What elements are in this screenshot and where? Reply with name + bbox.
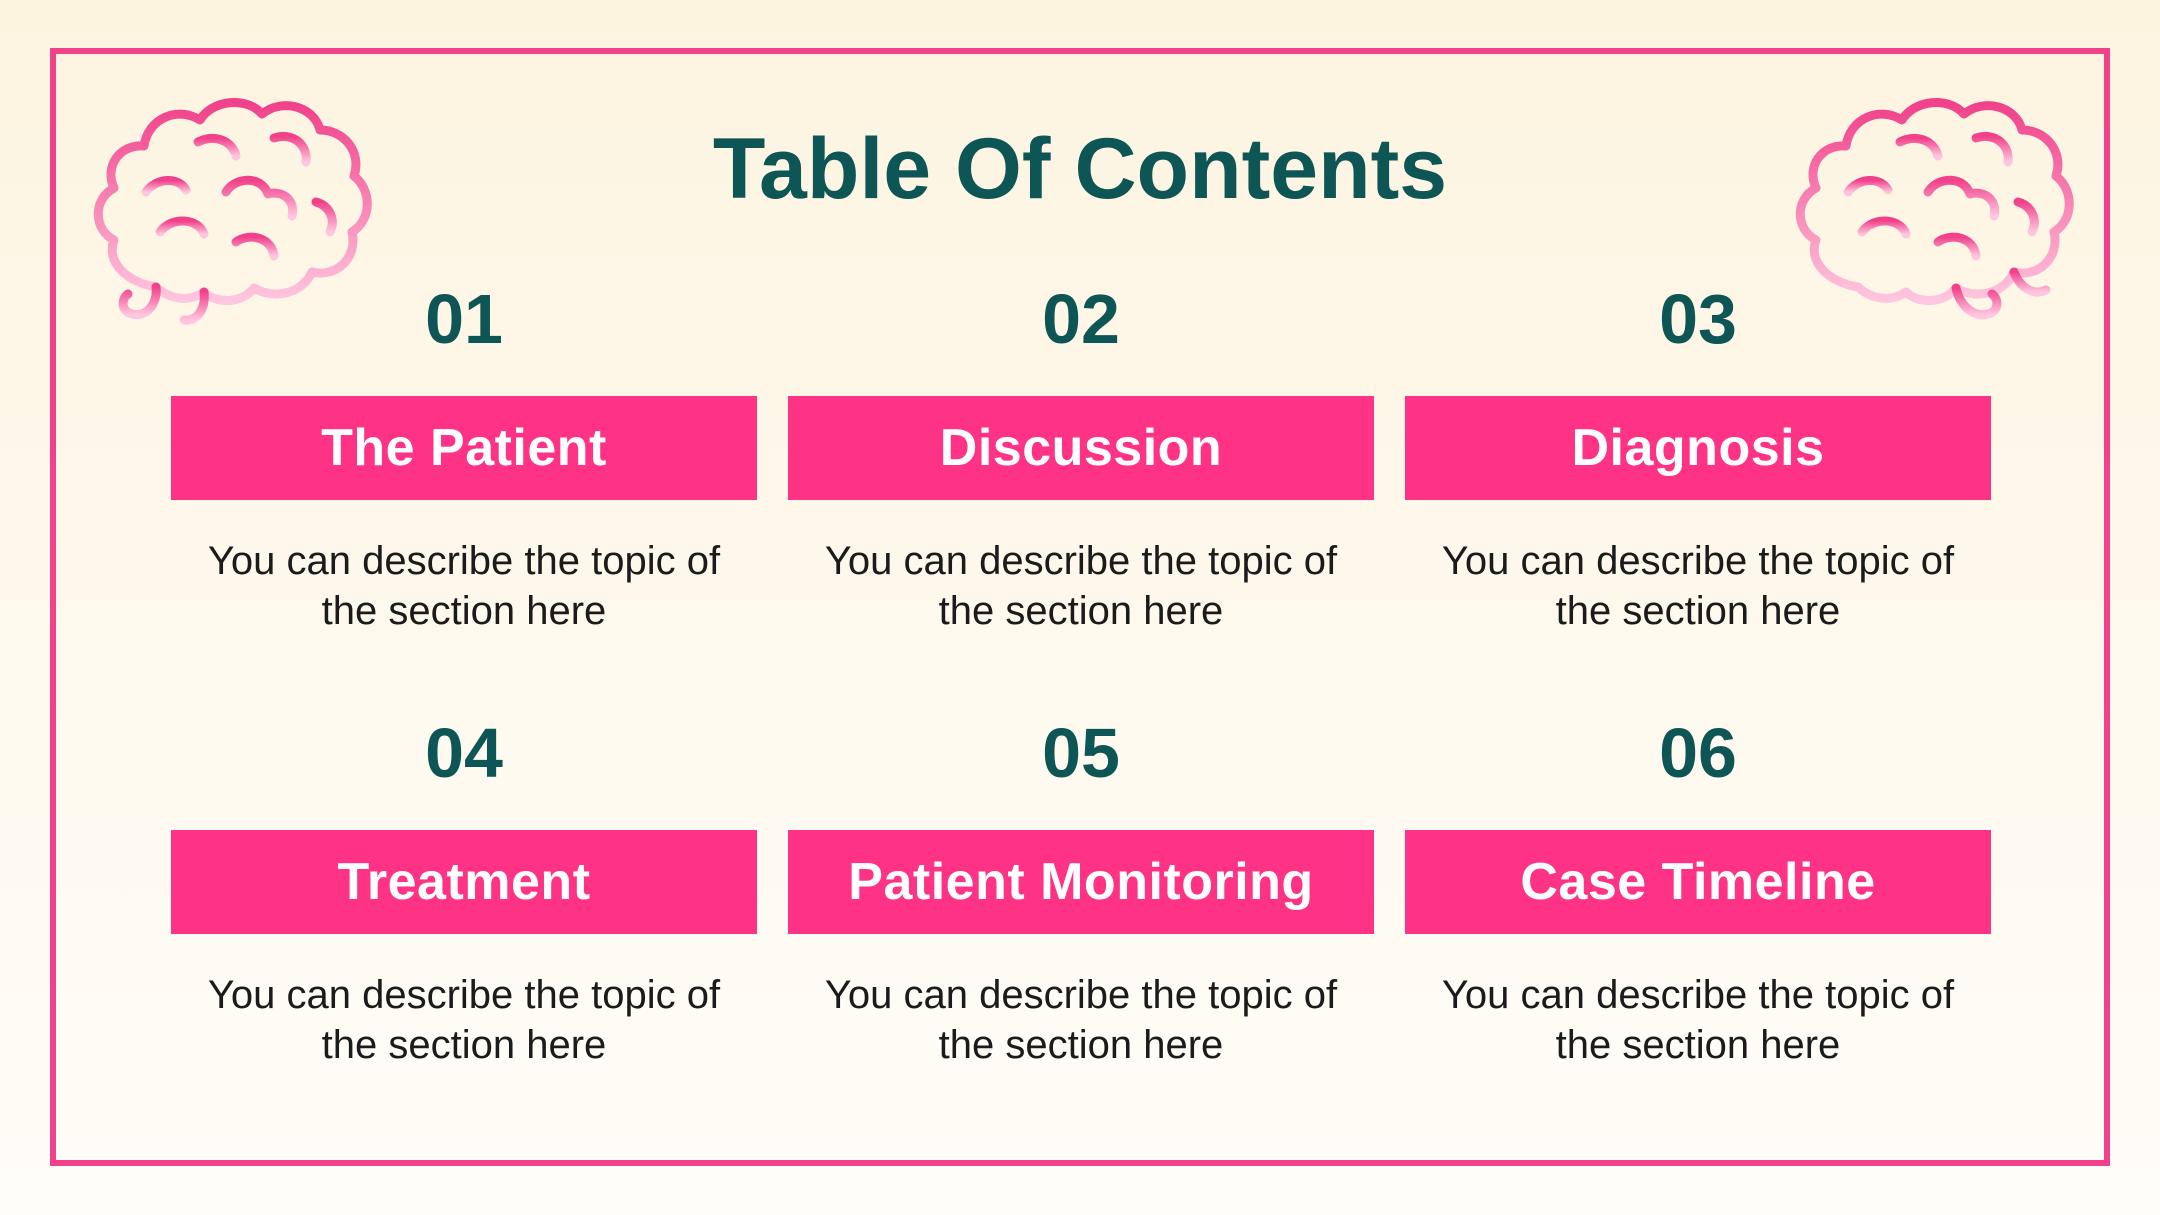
section-title-bar[interactable]: Patient Monitoring [788,830,1374,934]
section-description: You can describe the topic of the sectio… [207,539,721,633]
brain-icon [93,98,372,325]
section-description: You can describe the topic of the sectio… [824,973,1338,1067]
section-title-bar[interactable]: The Patient [171,396,757,500]
section-title-bar[interactable]: Treatment [171,830,757,934]
section-05[interactable]: 05 Patient Monitoring You can describe t… [788,718,1374,1070]
section-title-bar[interactable]: Case Timeline [1405,830,1991,934]
section-number: 05 [1042,714,1120,792]
section-number: 06 [1659,714,1737,792]
section-01[interactable]: 01 The Patient You can describe the topi… [171,284,757,636]
section-description: You can describe the topic of the sectio… [1441,973,1955,1067]
page-title: Table Of Contents [712,121,1448,217]
slide-frame [50,48,2110,1166]
section-title-bar[interactable]: Diagnosis [1405,396,1991,500]
section-number: 04 [425,714,503,792]
section-description: You can describe the topic of the sectio… [824,539,1338,633]
section-number: 01 [425,280,503,358]
section-02[interactable]: 02 Discussion You can describe the topic… [788,284,1374,636]
section-03[interactable]: 03 Diagnosis You can describe the topic … [1405,284,1991,636]
section-description: You can describe the topic of the sectio… [1441,539,1955,633]
section-title-bar[interactable]: Discussion [788,396,1374,500]
section-description: You can describe the topic of the sectio… [207,973,721,1067]
brain-icon [1795,98,2074,320]
section-number: 02 [1042,280,1120,358]
section-04[interactable]: 04 Treatment You can describe the topic … [171,718,757,1070]
section-number: 03 [1659,280,1737,358]
section-06[interactable]: 06 Case Timeline You can describe the to… [1405,718,1991,1070]
